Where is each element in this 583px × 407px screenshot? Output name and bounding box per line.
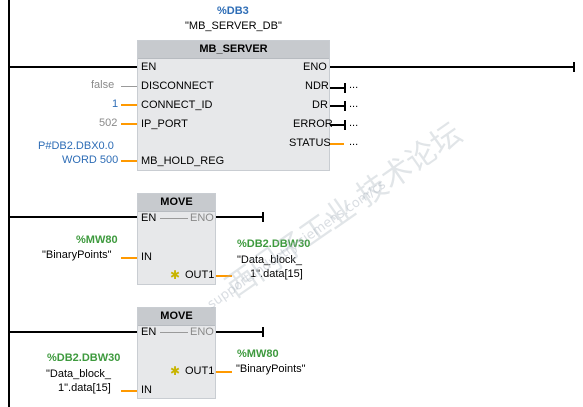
move2-block[interactable]: MOVE	[137, 307, 216, 399]
out-status-ellipsis[interactable]: ...	[349, 136, 359, 148]
mb-server-db-address[interactable]: %DB3	[217, 5, 249, 17]
param-mb-hold-reg-line1[interactable]: P#DB2.DBX0.0	[38, 140, 114, 152]
move1-in-name[interactable]: "BinaryPoints"	[42, 249, 112, 261]
mb-server-db-name[interactable]: "MB_SERVER_DB"	[185, 20, 282, 32]
move2-out-address[interactable]: %MW80	[237, 348, 279, 360]
out-error-marker	[344, 120, 346, 130]
param-ip-port-value[interactable]: 502	[99, 117, 118, 129]
param-connect-id-wire	[121, 104, 137, 106]
move1-pin-en[interactable]: EN	[141, 212, 157, 224]
mb-server-pin-en[interactable]: EN	[141, 61, 157, 73]
move1-en-eno-wire	[160, 218, 188, 219]
out-status-wire	[330, 143, 344, 145]
move1-in-address[interactable]: %MW80	[76, 234, 118, 246]
mb-server-pin-disconnect[interactable]: DISCONNECT	[141, 80, 214, 92]
move2-pin-en[interactable]: EN	[141, 326, 157, 338]
mb-server-title: MB_SERVER	[138, 41, 329, 59]
param-mb-hold-reg-wire	[121, 160, 137, 162]
move2-in-address[interactable]: %DB2.DBW30	[47, 352, 121, 364]
mb-server-pin-connect-id[interactable]: CONNECT_ID	[141, 99, 213, 111]
move1-pin-in[interactable]: IN	[141, 251, 152, 263]
mb-server-pin-ip-port[interactable]: IP_PORT	[141, 118, 188, 130]
rung1-en-wire	[10, 66, 137, 68]
mb-server-pin-error[interactable]: ERROR	[293, 118, 333, 130]
move2-pin-in[interactable]: IN	[141, 384, 152, 396]
move2-in-name-line1[interactable]: "Data_block_	[46, 368, 112, 380]
param-mb-hold-reg-line2[interactable]: WORD 500	[62, 154, 119, 166]
move2-en-eno-wire	[160, 332, 188, 333]
mb-server-pin-dr[interactable]: DR	[312, 99, 328, 111]
rung1-end-marker	[573, 62, 575, 72]
out-dr-wire	[330, 105, 344, 107]
rung2-en-wire	[10, 216, 137, 218]
mb-server-block[interactable]: MB_SERVER	[137, 40, 330, 171]
move2-eno-out-wire	[216, 331, 264, 333]
move2-eno-marker	[262, 327, 264, 337]
mb-server-pin-ndr[interactable]: NDR	[305, 80, 329, 92]
mb-server-pin-mb-hold-reg[interactable]: MB_HOLD_REG	[141, 155, 225, 167]
move1-pin-out[interactable]: OUT1	[185, 269, 215, 281]
out-ndr-ellipsis[interactable]: ...	[349, 79, 359, 91]
move2-in-wire	[121, 390, 137, 392]
move2-out-name[interactable]: "BinaryPoints"	[236, 363, 306, 375]
move1-block[interactable]: MOVE	[137, 193, 216, 285]
out-error-ellipsis[interactable]: ...	[349, 117, 359, 129]
mb-server-pin-status[interactable]: STATUS	[289, 137, 331, 149]
out-error-wire	[330, 124, 344, 126]
param-ip-port-wire	[121, 123, 137, 125]
power-rail	[8, 0, 10, 407]
move2-out-wire	[216, 371, 232, 373]
param-connect-id-value[interactable]: 1	[112, 98, 119, 110]
move1-eno-out-wire	[216, 216, 264, 218]
move1-out-name-line2[interactable]: 1".data[15]	[250, 268, 303, 280]
out-ndr-wire	[330, 87, 344, 89]
move1-out-wire	[216, 275, 232, 277]
move1-title: MOVE	[138, 194, 215, 212]
move2-title: MOVE	[138, 308, 215, 326]
move2-pin-eno[interactable]: ENO	[190, 326, 214, 338]
rung1-eno-wire	[330, 66, 575, 68]
move1-out-address[interactable]: %DB2.DBW30	[237, 238, 311, 250]
rung3-en-wire	[10, 331, 137, 333]
out-dr-marker	[344, 101, 346, 111]
param-disconnect-wire	[121, 86, 137, 87]
move1-out-star-icon: ✱	[170, 268, 181, 282]
move1-out-name-line1[interactable]: "Data_block_	[237, 254, 303, 266]
move1-eno-marker	[262, 212, 264, 222]
move1-pin-eno[interactable]: ENO	[190, 212, 214, 224]
out-ndr-marker	[344, 83, 346, 93]
move2-out-star-icon: ✱	[170, 364, 181, 378]
out-dr-ellipsis[interactable]: ...	[349, 98, 359, 110]
move2-in-name-line2[interactable]: 1".data[15]	[58, 382, 111, 394]
mb-server-pin-eno[interactable]: ENO	[303, 61, 327, 73]
param-disconnect-value[interactable]: false	[91, 79, 115, 91]
move1-in-wire	[121, 257, 137, 259]
move2-pin-out[interactable]: OUT1	[185, 365, 215, 377]
